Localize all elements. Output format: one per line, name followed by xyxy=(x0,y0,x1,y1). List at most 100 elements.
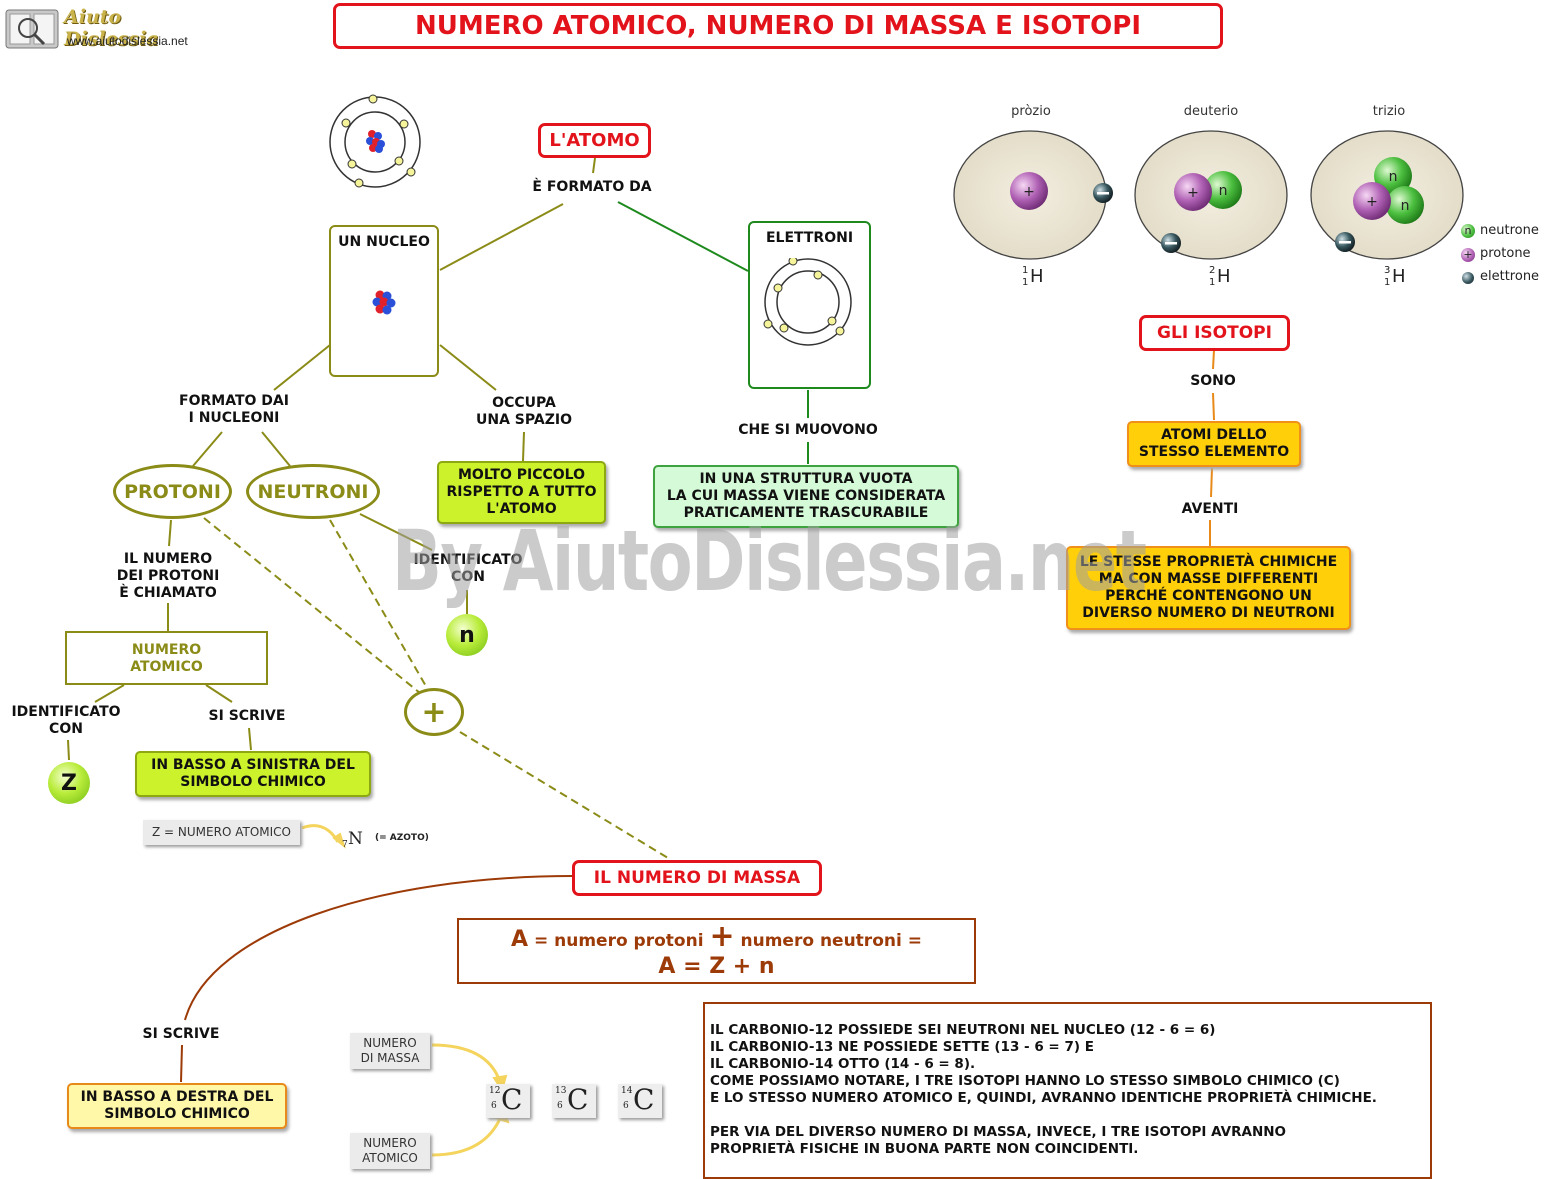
isotopi-node[interactable]: GLI ISOTOPI xyxy=(1139,315,1290,351)
formato-nucleoni-label: FORMATO DAI I NUCLEONI xyxy=(179,393,289,426)
in-basso-destra-node[interactable]: IN BASSO A DESTRA DEL SIMBOLO CHIMICO xyxy=(67,1083,287,1129)
carbon-14-symbol: 14 6 C xyxy=(618,1083,662,1118)
carbon-12-c: C xyxy=(501,1083,523,1116)
che-si-muovono-label: CHE SI MUOVONO xyxy=(738,422,878,438)
si-scrive-sx-label: SI SCRIVE xyxy=(208,708,286,724)
legend-proton-icon: + xyxy=(1461,248,1475,262)
carbon-13-symbol: 13 6 C xyxy=(552,1083,596,1118)
in-basso-sinistra-node[interactable]: IN BASSO A SINISTRA DEL SIMBOLO CHIMICO xyxy=(135,751,371,797)
legend: n neutrone + protone elettrone xyxy=(1461,222,1551,292)
numero-massa-node[interactable]: IL NUMERO DI MASSA xyxy=(572,860,822,896)
svg-text:n: n xyxy=(1219,183,1228,199)
carbon-12-symbol: 12 6 C xyxy=(486,1083,530,1118)
h2-h: H xyxy=(1217,266,1231,287)
nucleo-node[interactable]: UN NUCLEO xyxy=(329,225,439,377)
logo-title: Aiuto Dislessia xyxy=(64,6,159,50)
nucleo-label: UN NUCLEO xyxy=(338,234,430,250)
atomi-elemento-node[interactable]: ATOMI DELLO STESSO ELEMENTO xyxy=(1127,421,1301,467)
carbon-text-line6: PER VIA DEL DIVERSO NUMERO DI MASSA, INV… xyxy=(710,1124,1287,1140)
h1-symbol: 1 1 H xyxy=(1022,265,1052,290)
formula-a: A xyxy=(511,927,529,952)
h3-h: H xyxy=(1392,266,1406,287)
proprieta-node[interactable]: LE STESSE PROPRIETÀ CHIMICHE MA CON MASS… xyxy=(1066,546,1351,630)
h2-symbol: 2 1 H xyxy=(1209,265,1239,290)
si-scrive-dx-label: SI SCRIVE xyxy=(142,1026,220,1042)
carbon-text-line5: E LO STESSO NUMERO ATOMICO E, QUINDI, AV… xyxy=(710,1090,1377,1106)
svg-text:+: + xyxy=(1023,184,1035,200)
h3-z: 1 xyxy=(1384,277,1391,288)
h2-z: 1 xyxy=(1209,277,1216,288)
struttura-vuota-node[interactable]: IN UNA STRUTTURA VUOTA LA CUI MASSA VIEN… xyxy=(653,465,959,528)
formula-box: A = numero protoni + numero neutroni = A… xyxy=(457,918,976,984)
nucleus-icon xyxy=(372,290,396,315)
elettroni-node[interactable]: ELETTRONI xyxy=(748,221,871,389)
azoto-z: 7 xyxy=(342,840,348,850)
sono-label: SONO xyxy=(1190,373,1236,389)
formato-da-label: È FORMATO DA xyxy=(532,179,652,195)
h1-mass: 1 xyxy=(1022,265,1029,276)
carbon-13-mass: 13 xyxy=(555,1086,567,1096)
numero-massa-label: NUMERO DI MASSA xyxy=(350,1033,430,1069)
neutroni-node[interactable]: NEUTRONI xyxy=(246,464,380,519)
page-title: NUMERO ATOMICO, NUMERO DI MASSA E ISOTOP… xyxy=(333,3,1223,49)
legend-elettrone: elettrone xyxy=(1480,269,1540,284)
occupa-label: OCCUPA UNA SPAZIO xyxy=(476,395,572,428)
deuterio-label: deuterio xyxy=(1183,104,1239,119)
logo[interactable]: Aiuto Dislessia www.aiutodislessia.net xyxy=(4,4,214,52)
z-ball: Z xyxy=(48,762,90,804)
legend-neutron-icon: n xyxy=(1461,224,1475,238)
svg-text:n: n xyxy=(1389,169,1398,185)
identificato-con-n-label: IDENTIFICATO CON xyxy=(413,552,523,585)
atom-icon xyxy=(329,94,421,188)
aventi-label: AVENTI xyxy=(1181,501,1239,517)
h3-symbol: 3 1 H xyxy=(1384,265,1414,290)
n-ball: n xyxy=(446,614,488,656)
electron-shells-icon xyxy=(763,258,852,346)
azoto-symbol: 7 N xyxy=(342,829,372,853)
formula-neutroni: numero neutroni = xyxy=(734,931,922,951)
carbon-text-line1: IL CARBONIO-12 POSSIEDE SEI NEUTRONI NEL… xyxy=(710,1022,1216,1038)
h1-z: 1 xyxy=(1022,277,1029,288)
svg-text:n: n xyxy=(1401,198,1410,214)
formula-plus: + xyxy=(709,919,735,954)
carbon-text-line4: COME POSSIAMO NOTARE, I TRE ISOTOPI HANN… xyxy=(710,1073,1340,1089)
carbon-14-mass: 14 xyxy=(621,1086,633,1096)
formula-line1: A = numero protoni + numero neutroni = xyxy=(459,922,974,953)
molto-piccolo-node[interactable]: MOLTO PICCOLO RISPETTO A TUTTO L'ATOMO xyxy=(437,461,606,524)
carbon-13-c: C xyxy=(567,1083,589,1116)
protoni-node[interactable]: PROTONI xyxy=(113,464,232,519)
logo-url: www.aiutodislessia.net xyxy=(67,34,188,48)
hydrogen-isotopes-diagram: + n + n n + xyxy=(953,130,1464,260)
carbon-text-line7: PROPRIETÀ FISICHE IN BUONA PARTE NON COI… xyxy=(710,1141,1139,1157)
numero-atomico-small-label: NUMERO ATOMICO xyxy=(350,1133,430,1169)
prozio-label: pròzio xyxy=(1011,104,1051,119)
numero-atomico-label: NUMERO ATOMICO xyxy=(130,642,203,675)
numero-atomico-node[interactable]: NUMERO ATOMICO xyxy=(65,631,268,685)
carbon-text-line2: IL CARBONIO-13 NE POSSIEDE SETTE (13 - 6… xyxy=(710,1039,1094,1055)
carbon-13-z: 6 xyxy=(557,1101,563,1111)
trizio-label: trizio xyxy=(1372,104,1406,119)
z-numero-atomico-label: Z = NUMERO ATOMICO xyxy=(143,820,300,845)
svg-text:+: + xyxy=(1187,185,1199,201)
legend-neutrone: neutrone xyxy=(1480,223,1539,238)
formula-protoni: = numero protoni xyxy=(528,931,710,951)
formula-line2: A = Z + n xyxy=(658,954,775,979)
il-numero-protoni-label: IL NUMERO DEI PROTONI È CHIAMATO xyxy=(116,551,220,601)
h2-mass: 2 xyxy=(1209,265,1216,276)
carbon-12-mass: 12 xyxy=(489,1086,501,1096)
h1-h: H xyxy=(1030,266,1044,287)
plus-node[interactable]: + xyxy=(404,688,464,736)
azoto-note: (= AZOTO) xyxy=(375,833,429,843)
azoto-n: N xyxy=(348,829,363,849)
carbon-text-box: IL CARBONIO-12 POSSIEDE SEI NEUTRONI NEL… xyxy=(703,1002,1432,1179)
elettroni-label: ELETTRONI xyxy=(765,230,854,246)
carbon-14-c: C xyxy=(633,1083,655,1116)
svg-text:+: + xyxy=(1366,194,1378,210)
book-icon xyxy=(5,9,59,49)
h3-mass: 3 xyxy=(1384,265,1391,276)
legend-electron-icon xyxy=(1462,272,1474,284)
identificato-con-z-label: IDENTIFICATO CON xyxy=(11,704,121,737)
carbon-14-z: 6 xyxy=(623,1101,629,1111)
atomo-node[interactable]: L'ATOMO xyxy=(538,123,651,158)
